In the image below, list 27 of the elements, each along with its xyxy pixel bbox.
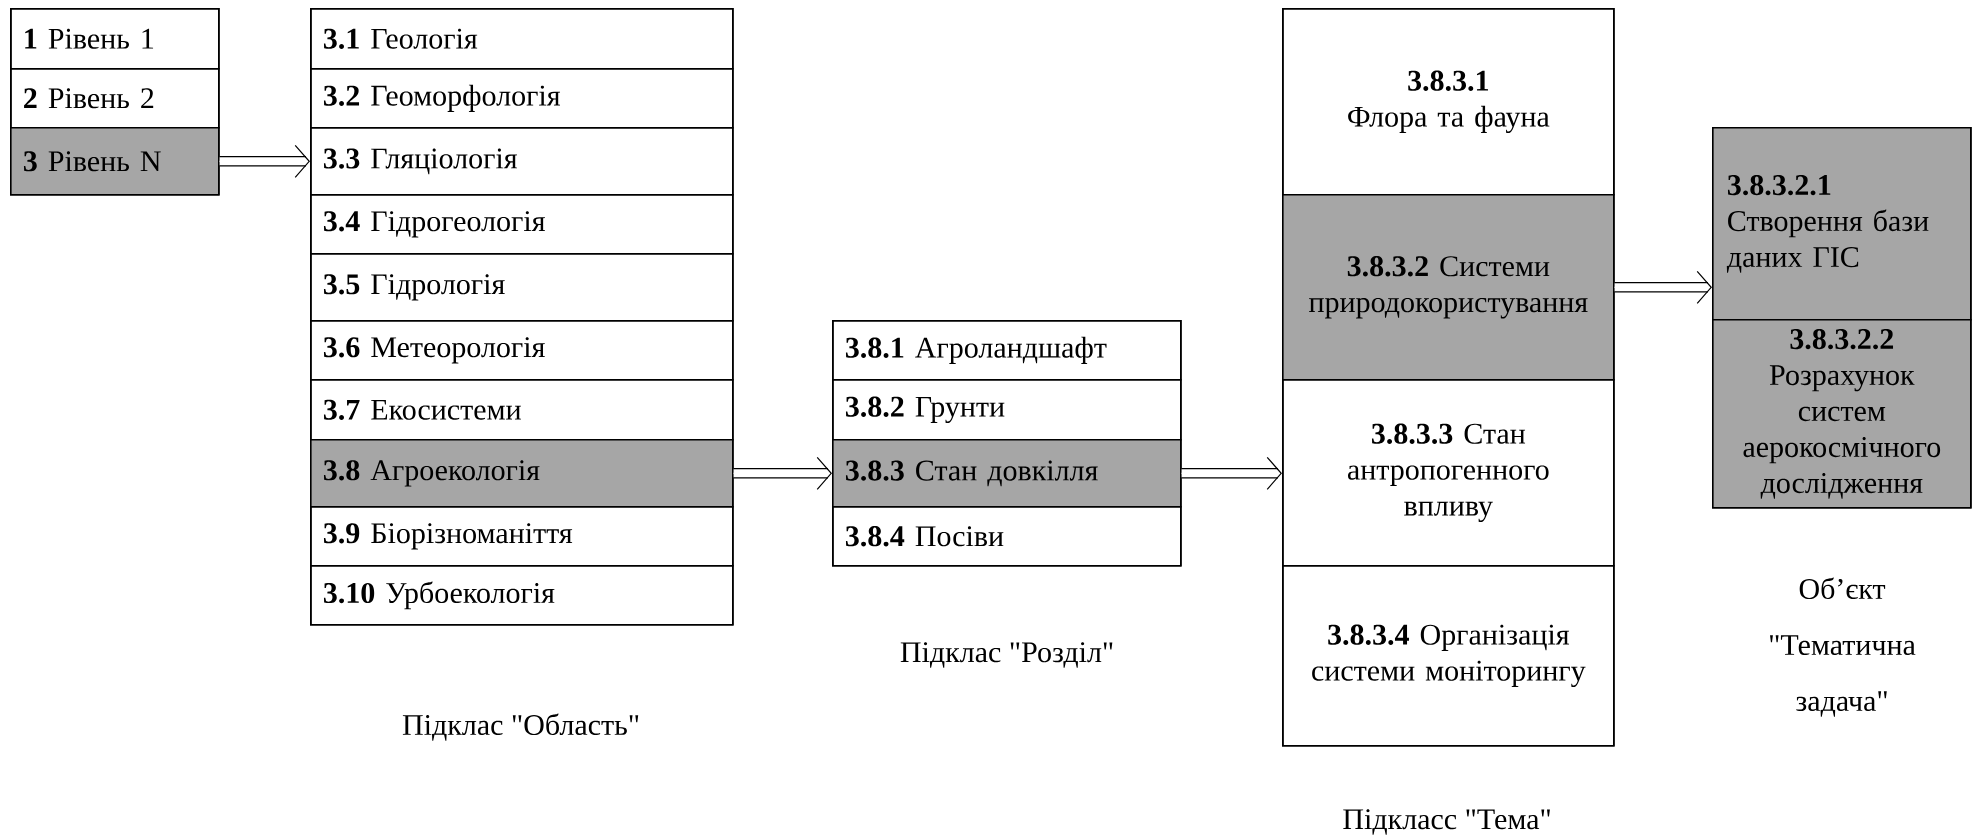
category-box: 3.8.3 Стан довкілля [832,439,1182,508]
category-box: 3.10 Урбоекологія [310,565,734,626]
category-box: 1 Рівень 1 [10,8,220,70]
double-arrow [1181,456,1282,490]
double-arrow [733,456,832,490]
category-box: 3.8.3.2.1 Створення бази даних ГІС [1712,127,1972,321]
category-box: 3 Рівень N [10,127,220,196]
category-box: 3.4 Гідрогеологія [310,194,734,255]
double-arrow [219,144,310,178]
category-box: 3.8.3.2 Системи природокористування [1282,194,1615,381]
category-box: 3.9 Біорізноманіття [310,506,734,567]
category-box: 3.1 Геологія [310,8,734,70]
category-box: 3.8.3.3 Стан антропогенного впливу [1282,379,1615,567]
node-label: Підкласс "Тема" [1343,809,1550,835]
category-box: 3.5 Гідрологія [310,253,734,322]
category-box: 3.3 Гляціологія [310,127,734,196]
category-box: 3.2 Геоморфологія [310,68,734,129]
node-label: Підклас "Розділ" [900,642,1113,668]
category-box: 3.6 Метеорологія [310,320,734,381]
node-label: Підклас "Область" [402,713,639,741]
category-box: 3.8.3.2.2 Розрахунок систем аерокосмічного дослідження [1712,319,1972,509]
category-box: 3.8 Агроекологія [310,439,734,508]
category-box: 3.8.4 Посіви [832,506,1182,567]
node-label: Об’єкт "Тематична задача" [1770,577,1916,717]
double-arrow [1614,270,1712,304]
category-box: 3.8.1 Агроландшафт [832,320,1182,381]
category-box: 3.8.3.4 Організація системи моніторингу [1282,565,1615,747]
